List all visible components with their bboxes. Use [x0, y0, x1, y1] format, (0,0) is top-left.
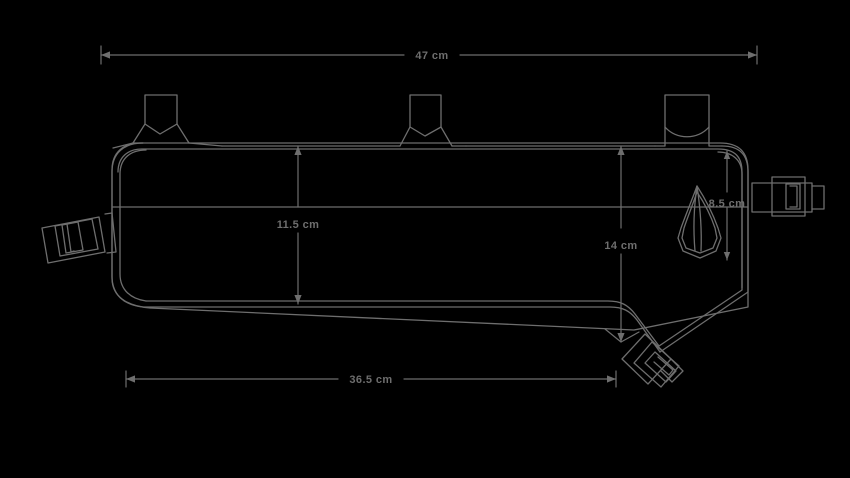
strap-bottom-rear — [621, 333, 684, 388]
dimension-label-overall-width: 47 cm — [415, 50, 448, 62]
dimension-overall-width — [100, 45, 758, 65]
dimension-rear-taper-height — [723, 150, 731, 261]
dimension-rear-height — [604, 145, 640, 343]
dimension-label-bottom-width: 36.5 cm — [349, 374, 392, 386]
dimension-front-height — [294, 145, 302, 305]
strap-front-left — [41, 212, 117, 264]
mount-tab-right — [654, 94, 723, 147]
strap-rear-right — [751, 176, 825, 217]
zipper-pull — [677, 185, 722, 259]
dimension-label-front-height: 11.5 cm — [277, 219, 320, 231]
bag-body-outline — [111, 142, 749, 331]
dimension-label-rear-height: 14 cm — [604, 240, 637, 252]
mount-tab-left — [112, 94, 223, 149]
mount-tab-center — [399, 94, 467, 147]
dimension-label-rear-taper-height: 8.5 cm — [709, 198, 746, 210]
bag-silhouette — [111, 142, 749, 353]
dimension-bottom-width — [125, 370, 617, 388]
